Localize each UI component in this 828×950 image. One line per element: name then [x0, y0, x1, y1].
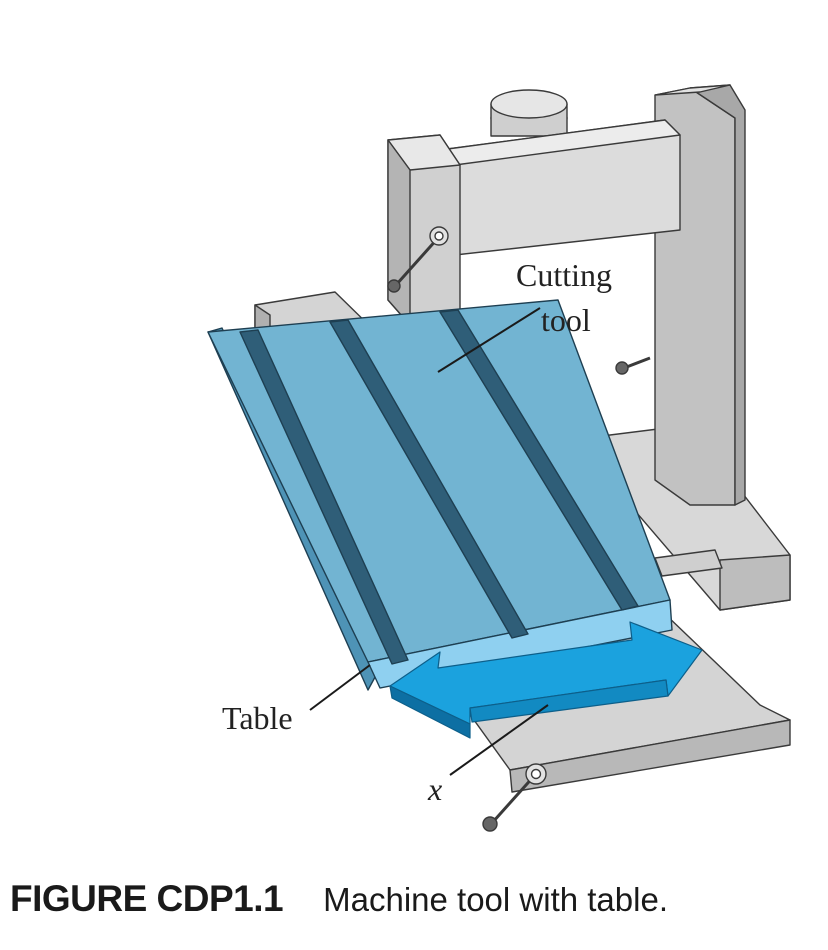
- figure-caption-text: Machine tool with table.: [323, 881, 668, 918]
- cutting-tool-label-line1: Cutting: [516, 257, 612, 293]
- machine-column: [387, 84, 746, 506]
- machine-table: [207, 299, 673, 691]
- figure-caption: FIGURE CDP1.1 Machine tool with table.: [10, 878, 820, 920]
- x-axis-label: x: [427, 771, 442, 807]
- machine-handles: [387, 226, 651, 832]
- figure-number: FIGURE CDP1.1: [10, 878, 284, 919]
- table-leader: [309, 664, 371, 711]
- table-label: Table: [222, 700, 293, 736]
- leader-lines: [309, 307, 549, 776]
- x-leader: [449, 704, 549, 776]
- cutting-tool-leader: [437, 307, 541, 373]
- cutting-tool-label-line2: tool: [541, 302, 591, 338]
- machine-tool-diagram: Cutting tool Table x: [207, 84, 791, 832]
- x-motion-arrow: [389, 621, 703, 739]
